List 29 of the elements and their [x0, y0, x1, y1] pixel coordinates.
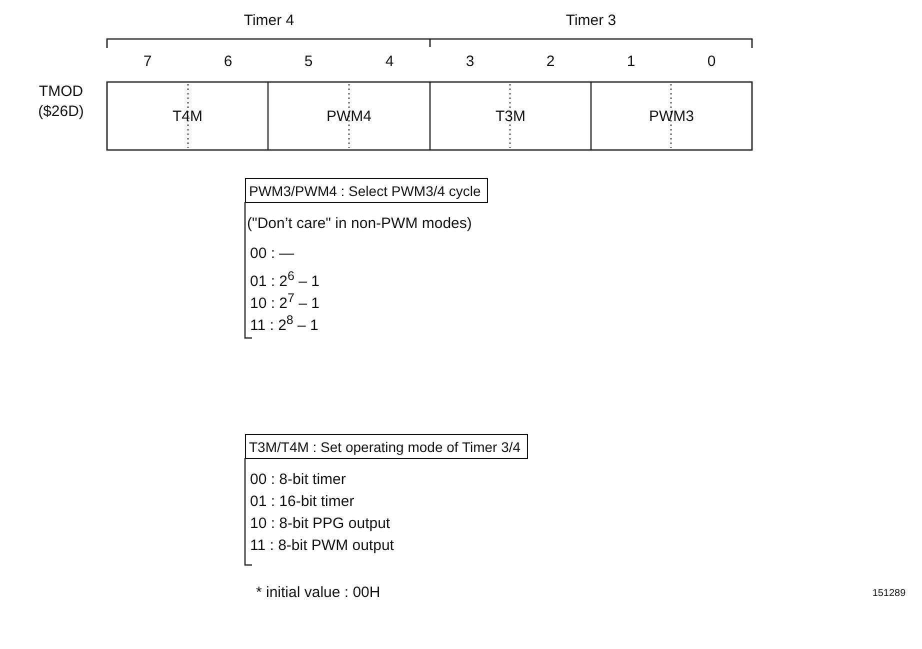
- bit-number: 3: [466, 53, 474, 71]
- bit-number: 1: [626, 53, 636, 71]
- code-entry: 00 : —: [250, 245, 294, 263]
- code-entry: 01 : 16-bit timer: [250, 493, 354, 511]
- figure-code: 151289: [872, 587, 906, 601]
- code-entry: 10 : 2$^{7}$ – 1: [250, 290, 320, 313]
- register-field: T4M: [107, 82, 268, 150]
- register-address: ($26D): [38, 103, 84, 121]
- register-field: PWM3: [591, 82, 752, 150]
- note: * initial value : 00H: [256, 584, 380, 602]
- bit-number: 0: [707, 53, 716, 71]
- code-entry: 10 : 8-bit PPG output: [250, 515, 390, 533]
- bit-number: 5: [304, 53, 313, 71]
- register-name: TMOD: [38, 83, 84, 101]
- note: ("Don’t care" in non-PWM modes): [247, 215, 472, 233]
- heading-box: T3M/T4M : Set operating mode of Timer 3/4: [245, 434, 528, 459]
- register-field: T3M: [430, 82, 591, 150]
- code-entry: 00 : 8-bit timer: [250, 471, 346, 489]
- code-entry: 11 : 8-bit PWM output: [250, 537, 394, 555]
- code-entry: 11 : 2$^{8}$ – 1: [250, 312, 318, 335]
- bit-number: 6: [224, 53, 232, 71]
- group-label: Timer 4: [244, 12, 294, 30]
- group-label: Timer 3: [566, 12, 616, 30]
- heading-box: PWM3/PWM4 : Select PWM3/4 cycle: [245, 178, 488, 203]
- register-field: PWM4: [268, 82, 430, 150]
- bit-number: 4: [385, 53, 394, 71]
- code-entry: 01 : 2$^{6}$ – 1: [250, 268, 320, 291]
- bit-number: 2: [546, 53, 555, 71]
- bit-number: 7: [143, 53, 152, 71]
